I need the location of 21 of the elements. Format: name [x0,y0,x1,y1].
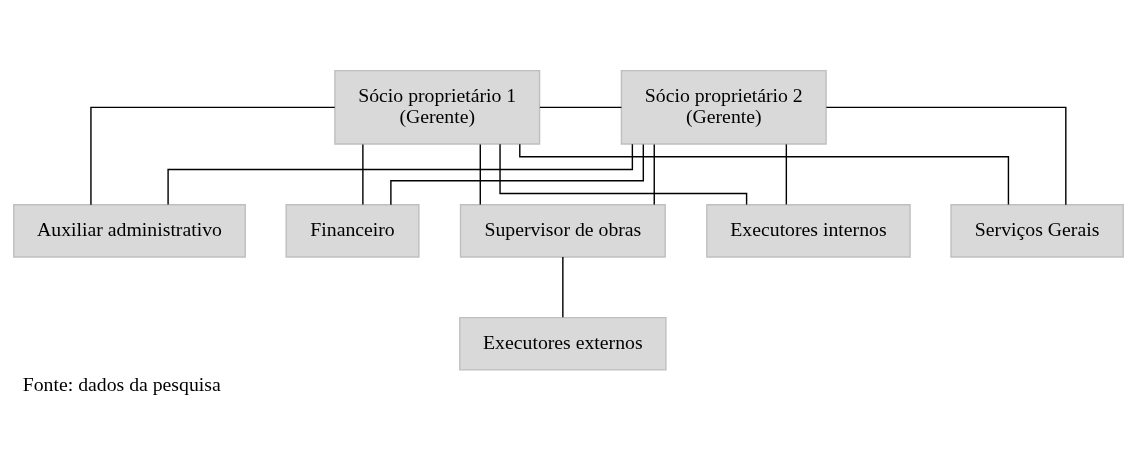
connector [167,143,634,205]
connector [785,143,788,205]
caption: Fonte: dados da pesquisa [22,372,221,395]
connector [479,143,481,205]
connector [539,106,623,108]
node-box: Executores externos [459,316,667,371]
node-box: Sócio proprietário 1 (Gerente) [334,69,541,145]
node-box: Sócio proprietário 2 (Gerente) [620,69,827,145]
connector [519,143,1010,205]
connector [825,106,1067,205]
connector [562,255,564,318]
connector [499,143,748,205]
connector [390,143,644,205]
node-box: Auxiliar administrativo [13,203,246,258]
connector [90,106,336,205]
node-box: Serviços Gerais [950,203,1124,258]
node-box: Executores internos [706,203,911,258]
node-box: Supervisor de obras [459,203,666,258]
connector [653,143,655,205]
connector [362,143,364,205]
node-box: Financeiro [285,203,420,258]
